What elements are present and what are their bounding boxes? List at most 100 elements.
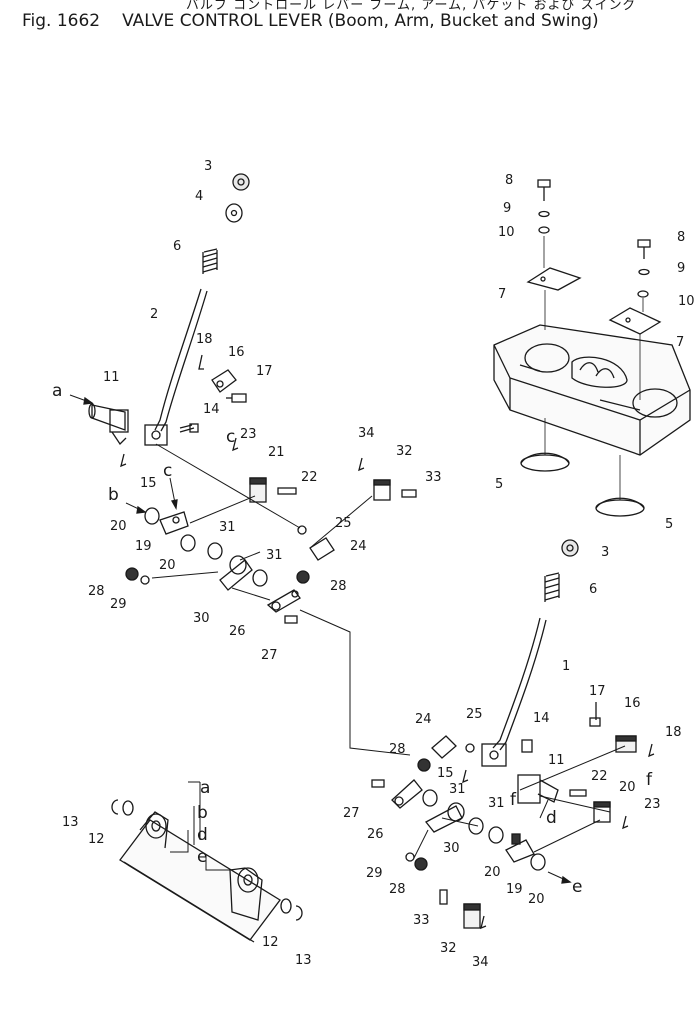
callout-30: 30: [193, 611, 210, 626]
callout-34: 34: [358, 426, 375, 441]
callout-28-right-a: 28: [389, 742, 406, 757]
letter-c-upper: c: [226, 427, 235, 447]
knob-3-left: [232, 173, 250, 191]
callout-31-b: 31: [266, 548, 283, 563]
callout-14: 14: [203, 402, 220, 417]
callout-6-right: 6: [589, 582, 597, 597]
callout-16-right: 16: [624, 696, 641, 711]
callout-25: 25: [335, 516, 352, 531]
callout-12-b: 12: [262, 935, 279, 950]
callout-17: 17: [256, 364, 273, 379]
pin-22-right: [569, 789, 587, 797]
callout-12-a: 12: [88, 832, 105, 847]
joint-24-left: [309, 537, 335, 561]
snapring-13-left: [111, 799, 119, 815]
letter-f-right: f: [646, 770, 653, 790]
callout-14-right: 14: [533, 711, 550, 726]
callout-29-right: 29: [366, 866, 383, 881]
joint-24-right: [431, 735, 457, 759]
shaft-11-right: [517, 774, 559, 804]
clevis-19-right: [505, 833, 535, 863]
bushing-31a-right: [422, 789, 438, 807]
spring-6-right: [544, 572, 560, 602]
callout-20-right-top: 20: [619, 780, 636, 795]
callout-28-a: 28: [88, 584, 105, 599]
callout-22: 22: [301, 470, 318, 485]
joint-32-left: [373, 479, 391, 501]
cotter-15-left: [120, 453, 127, 468]
washer-12-left: [122, 800, 134, 816]
console-cover: [493, 324, 691, 456]
callout-21: 21: [268, 445, 285, 460]
callout-27: 27: [261, 648, 278, 663]
bolt-8-left: [537, 179, 551, 201]
callout-10-b: 10: [678, 294, 695, 309]
washer-25-left: [297, 525, 307, 535]
arm-26-right: [391, 779, 423, 809]
arm-30-right: [425, 802, 465, 833]
bushing-31b-left: [252, 569, 268, 587]
callout-31-right-b: 31: [488, 796, 505, 811]
callout-5-a: 5: [495, 477, 503, 492]
letter-d-right: d: [546, 808, 557, 828]
callout-32-right: 32: [440, 941, 457, 956]
callout-9-b: 9: [677, 261, 685, 276]
callout-22-right: 22: [591, 769, 608, 784]
boot-5-left: [520, 418, 570, 472]
callout-20-right-b: 20: [528, 892, 545, 907]
nut-28a-right: [417, 758, 431, 772]
figure-number: Fig. 1662: [22, 11, 101, 31]
plate-4-left: [225, 203, 243, 223]
nut-28b-right: [414, 857, 428, 871]
callout-20-a: 20: [110, 519, 127, 534]
bolt-14-left: [179, 423, 199, 433]
clevis-19-left: [159, 511, 189, 535]
bushing-20b-right: [530, 853, 546, 871]
letter-e-base: e: [197, 847, 207, 867]
bracket-7-right: [608, 307, 662, 400]
callout-18: 18: [196, 332, 213, 347]
callout-15-right: 15: [437, 766, 454, 781]
letter-b-left: b: [108, 485, 119, 505]
callout-24: 24: [350, 539, 367, 554]
callout-31-a: 31: [219, 520, 236, 535]
japanese-title: バルブ コントロール レバー ブーム, アーム, バケット および スイング: [186, 0, 637, 13]
knob-3-right: [561, 539, 579, 557]
cotter-18-right: [648, 743, 655, 758]
joint-20-right: [593, 801, 611, 823]
bushing-20a-right: [488, 826, 504, 844]
bolt-27-left: [284, 615, 298, 624]
callout-26: 26: [229, 624, 246, 639]
callout-13-b: 13: [295, 953, 312, 968]
pin-17-left: [226, 393, 247, 403]
callout-33: 33: [425, 470, 442, 485]
joint-21-left: [249, 477, 267, 503]
callout-16: 16: [228, 345, 245, 360]
callout-11: 11: [103, 370, 120, 385]
bolt-33-right: [439, 889, 448, 905]
callout-8-a: 8: [505, 173, 513, 188]
callout-23: 23: [240, 427, 257, 442]
callout-30-right: 30: [443, 841, 460, 856]
washer-12-right: [280, 898, 292, 914]
washer-9-right: [638, 268, 650, 276]
callout-8-b: 8: [677, 230, 685, 245]
callout-10-a: 10: [498, 225, 515, 240]
callout-26-right: 26: [367, 827, 384, 842]
callout-13-a: 13: [62, 815, 79, 830]
callout-27-right: 27: [343, 806, 360, 821]
letter-c-lower: c: [163, 461, 172, 481]
lever-1: [481, 617, 547, 767]
cotter-15-right: [462, 769, 469, 784]
callout-33-right: 33: [413, 913, 430, 928]
callout-2: 2: [150, 307, 158, 322]
arm-30-left: [219, 555, 253, 591]
callout-28-right-b: 28: [389, 882, 406, 897]
base-bracket: [119, 811, 281, 943]
bolt-33-left: [401, 489, 417, 498]
cotter-18-left: [198, 354, 204, 370]
washer-25-right: [465, 743, 475, 753]
